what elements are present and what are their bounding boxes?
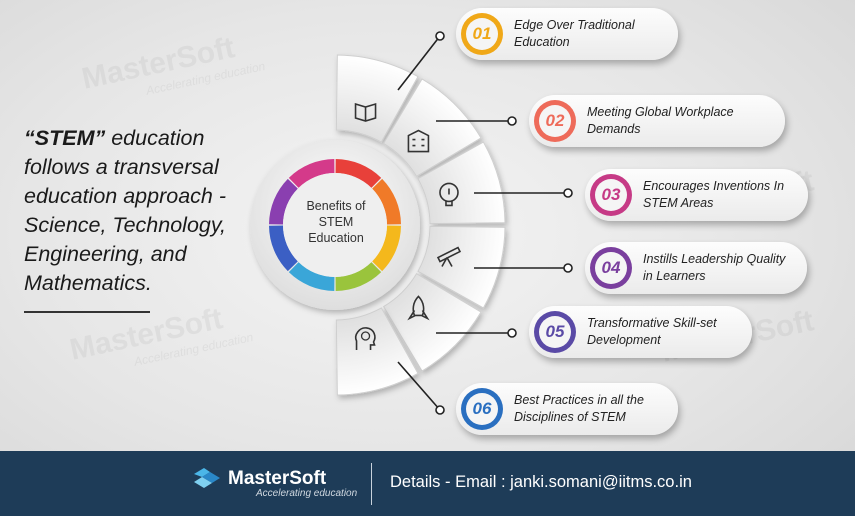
connector-line <box>397 361 441 411</box>
number-badge: 02 <box>534 100 576 142</box>
telescope-icon <box>436 246 462 267</box>
badge-number: 03 <box>595 179 627 211</box>
wheel-slice <box>372 178 401 225</box>
number-badge: 05 <box>534 311 576 353</box>
number-badge: 06 <box>461 388 503 430</box>
connector-dot <box>435 405 445 415</box>
number-badge: 03 <box>590 174 632 216</box>
center-label: Benefits of STEM Education <box>306 199 366 245</box>
number-badge: 01 <box>461 13 503 55</box>
intro-divider <box>24 311 150 313</box>
benefit-label: Transformative Skill-set Development <box>587 316 717 347</box>
fan-segment <box>335 54 419 143</box>
benefit-item: 02 Meeting Global Workplace Demands <box>529 95 785 147</box>
benefit-item: 03 Encourages Inventions In STEM Areas <box>585 169 808 221</box>
connector-line <box>397 35 441 91</box>
intro-rest: education follows a transversal educatio… <box>24 126 227 295</box>
connector-dot <box>563 188 573 198</box>
wheel-slice <box>269 178 298 225</box>
wheel-slice <box>335 262 382 291</box>
mastersoft-logo-icon <box>194 468 220 488</box>
benefit-label: Meeting Global Workplace Demands <box>587 105 734 136</box>
wheel-slice <box>269 225 298 272</box>
connector-dot <box>507 116 517 126</box>
footer: MasterSoft Accelerating education Detail… <box>0 451 855 516</box>
connector-lines <box>397 31 573 415</box>
badge-number: 02 <box>539 105 571 137</box>
wheel-slice <box>288 159 335 188</box>
stem-benefits-diagram <box>250 31 573 415</box>
benefit-item: 05 Transformative Skill-set Development <box>529 306 752 358</box>
footer-divider <box>371 463 372 505</box>
brain-head-icon <box>355 327 376 350</box>
connector-dot <box>563 263 573 273</box>
wheel-slice <box>288 262 335 291</box>
connector-dot <box>435 31 445 41</box>
fan-segment <box>335 307 419 396</box>
building-icon <box>407 129 430 153</box>
lightbulb-head-icon <box>439 182 459 207</box>
benefit-item: 01 Edge Over Traditional Education <box>456 8 678 60</box>
intro-highlight: “STEM” <box>24 126 106 150</box>
fan-segment <box>417 225 506 309</box>
fan-segment <box>382 272 482 372</box>
segment-icons <box>354 102 462 350</box>
benefit-label: Best Practices in all the Disciplines of… <box>514 393 644 424</box>
benefit-item: 06 Best Practices in all the Disciplines … <box>456 383 678 435</box>
badge-number: 04 <box>595 252 627 284</box>
footer-brand: MasterSoft <box>228 468 327 489</box>
fan-segment <box>417 141 506 225</box>
rocket-icon <box>407 295 430 321</box>
intro-text: “STEM” education follows a transversal e… <box>24 124 254 298</box>
wheel-slice <box>335 159 382 188</box>
connector-dot <box>507 328 517 338</box>
number-badge: 04 <box>590 247 632 289</box>
book-icon <box>354 102 377 122</box>
benefit-label: Instills Leadership Quality in Learners <box>643 252 786 283</box>
contact-details: Details - Email : janki.somani@iitms.co.… <box>390 473 692 491</box>
hub-center <box>283 173 387 277</box>
footer-tagline: Accelerating education <box>256 488 358 499</box>
badge-number: 01 <box>466 18 498 50</box>
badge-number: 06 <box>466 393 498 425</box>
benefit-label: Encourages Inventions In STEM Areas <box>643 179 785 210</box>
benefit-label: Edge Over Traditional Education <box>514 18 635 49</box>
benefit-item: 04 Instills Leadership Quality in Learner… <box>585 242 807 294</box>
wheel-slice <box>372 225 401 272</box>
badge-number: 05 <box>539 316 571 348</box>
color-wheel <box>269 159 401 291</box>
